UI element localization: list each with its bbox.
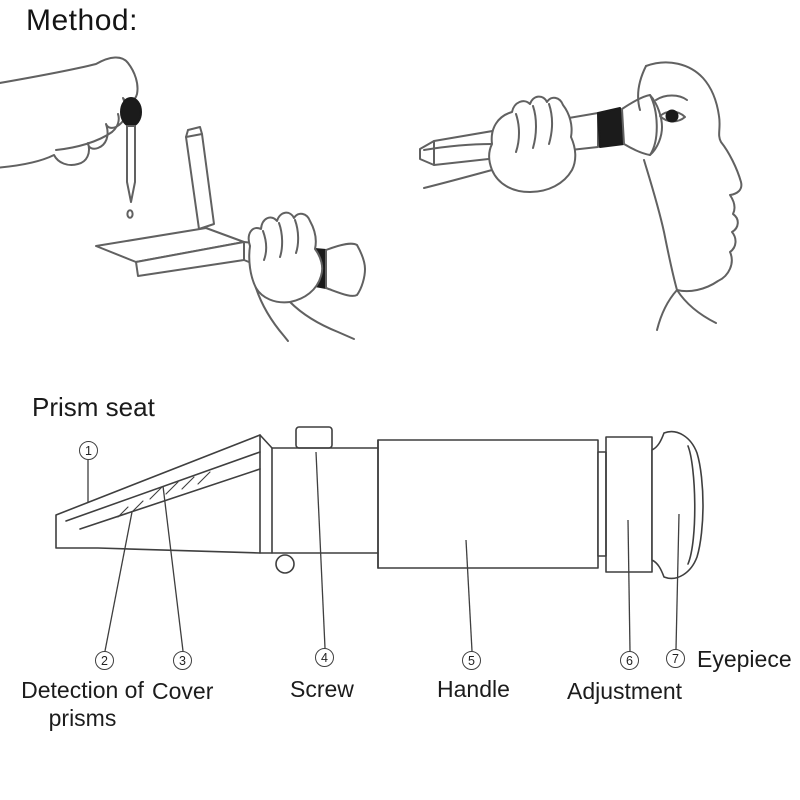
thumb-line xyxy=(55,113,120,151)
open-cover-plate xyxy=(185,133,215,230)
calibration-screw xyxy=(295,426,333,449)
iris xyxy=(665,109,679,123)
body-tube xyxy=(259,447,379,554)
callout-3: 3 xyxy=(173,651,192,670)
callout-5: 5 xyxy=(462,651,481,670)
leader-2 xyxy=(104,511,133,652)
label-eyepiece: Eyepiece xyxy=(697,646,792,672)
leader-5 xyxy=(465,539,473,652)
callout-7: 7 xyxy=(666,649,685,668)
eyepiece-cup xyxy=(621,94,663,156)
lanyard-loop xyxy=(275,554,295,574)
label-adjustment: Adjustment xyxy=(567,678,683,704)
dropper-tube xyxy=(126,125,136,203)
leader-7 xyxy=(675,513,680,650)
callout-4: 4 xyxy=(315,648,334,667)
callout-2: 2 xyxy=(95,651,114,670)
eyebrow xyxy=(655,94,688,101)
label-detection-of-prisms: Detection of prisms xyxy=(21,677,144,732)
dropper-bulb xyxy=(120,97,142,127)
eyepiece-viewing-illustration xyxy=(419,61,743,331)
glass-hatch-marks xyxy=(117,471,211,518)
callout-leader-lines xyxy=(87,451,680,652)
face-profile xyxy=(637,61,743,331)
leader-4 xyxy=(315,451,326,649)
eyepiece-bell xyxy=(651,430,704,580)
page-title: Method: xyxy=(26,4,138,37)
prism-wedge xyxy=(55,434,261,554)
handle-grip xyxy=(377,439,599,569)
label-screw: Screw xyxy=(290,676,354,702)
label-cover: Cover xyxy=(152,678,214,704)
label-handle: Handle xyxy=(437,676,510,702)
leader-3 xyxy=(162,485,184,652)
refractometer-parts-diagram xyxy=(55,426,704,580)
eyepiece-cup xyxy=(325,242,366,297)
label-prism-seat: Prism seat xyxy=(32,392,155,422)
leader-6 xyxy=(627,519,631,652)
callout-6: 6 xyxy=(620,651,639,670)
sample-drop xyxy=(126,209,134,219)
eyepiece-band xyxy=(597,107,625,148)
callout-1: 1 xyxy=(79,441,98,460)
apply-sample-illustration xyxy=(0,56,366,342)
